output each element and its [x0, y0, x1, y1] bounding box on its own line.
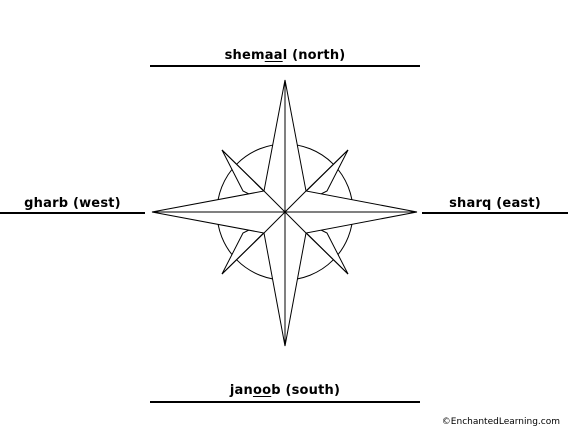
east-answer-line [422, 212, 568, 214]
south-label: janoob (south) [150, 383, 420, 398]
south-text-before: jan [229, 383, 253, 398]
copyright-notice: ©EnchantedLearning.com [441, 417, 560, 427]
west-answer-line [0, 212, 145, 214]
north-text-underlined: aa [264, 48, 283, 63]
north-label: shemaal (north) [150, 48, 420, 63]
north-answer-line [150, 65, 420, 67]
north-text-before: shem [224, 48, 265, 63]
east-label: sharq (east) [449, 196, 541, 211]
north-text-after: l (north) [282, 48, 346, 63]
south-text-after: b (south) [271, 383, 341, 398]
cardinal-star [151, 79, 418, 347]
south-answer-line [150, 401, 420, 403]
west-label: gharb (west) [24, 196, 121, 211]
south-text-underlined: oo [252, 383, 272, 398]
